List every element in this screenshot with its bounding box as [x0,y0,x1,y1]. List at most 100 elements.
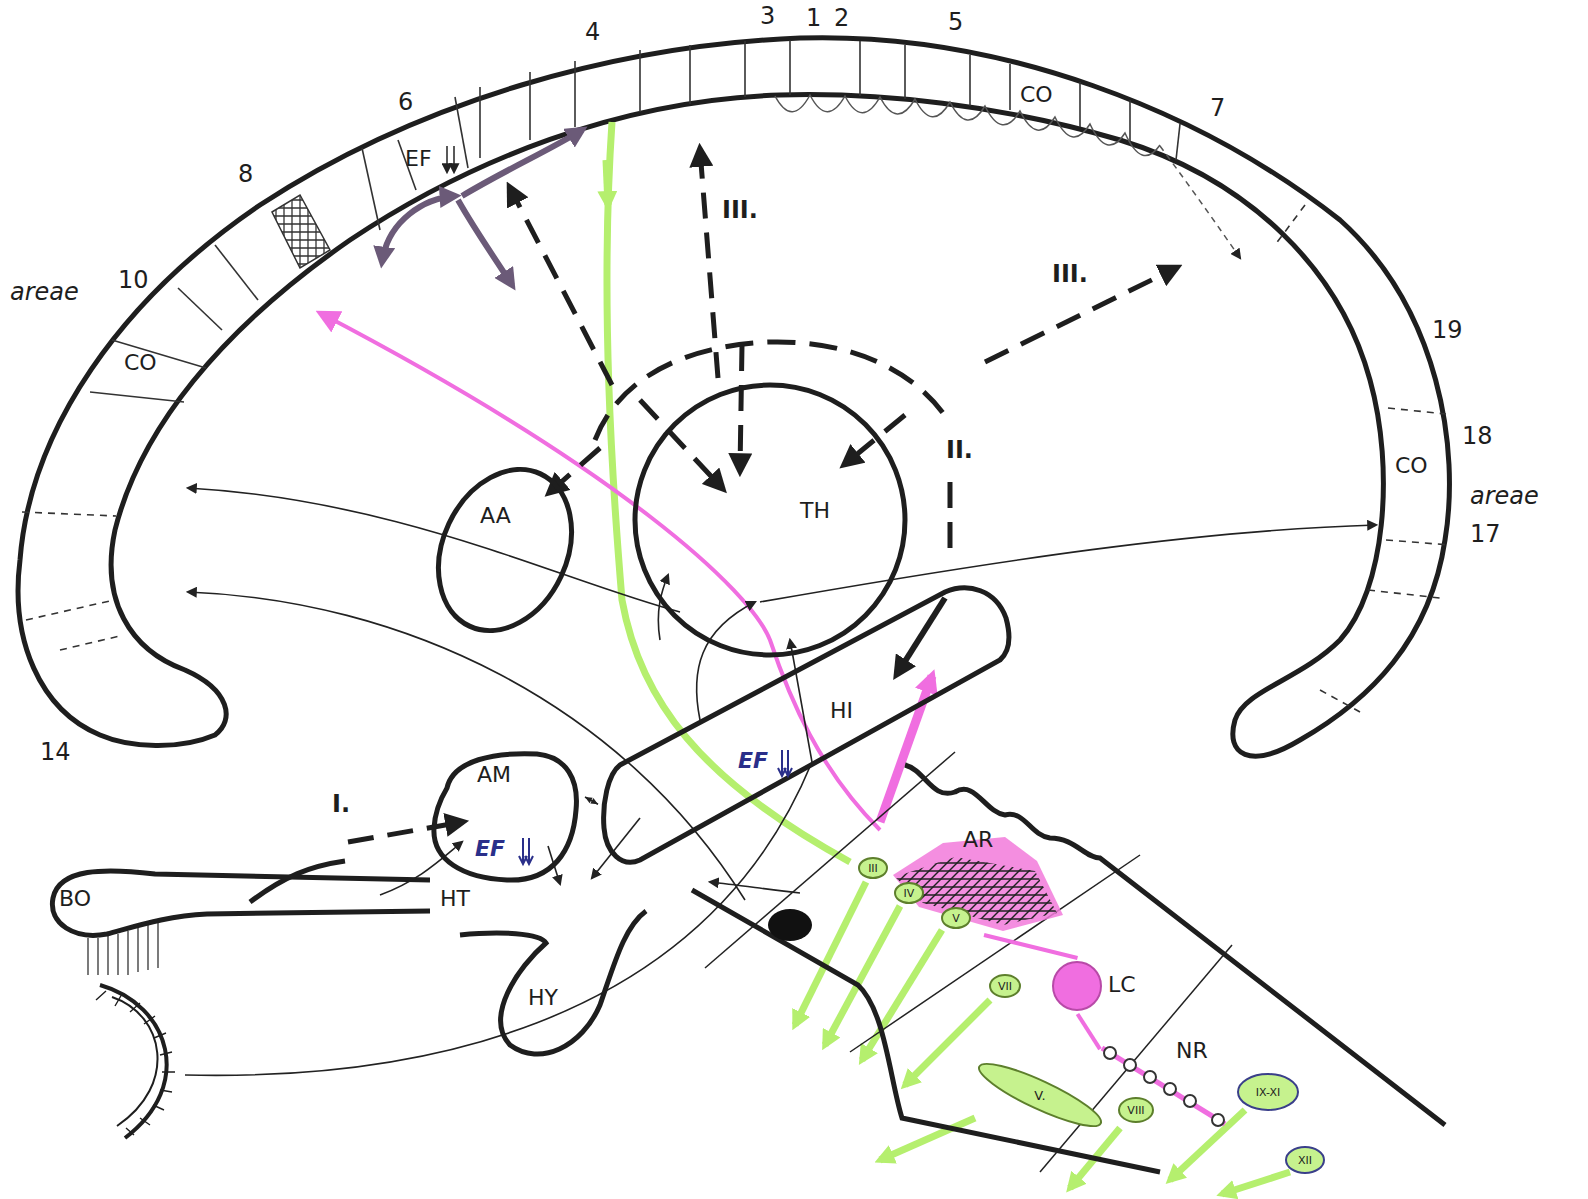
arrow-head [585,797,593,803]
node-outline-part [895,883,923,903]
node-outline-part-part [925,845,1015,935]
node-outline-part-part [1035,845,1125,935]
area-8-hatch-part [315,190,316,275]
area-8-hatch-part [323,190,324,275]
region-label: NR [1176,1040,1208,1062]
area-label: EF [405,148,432,170]
green-motor-tract-part [825,906,900,1045]
area-dividers-part [455,97,468,168]
area-dividers-part [969,55,971,106]
nasal-mucosa [96,985,175,1138]
node-outline-part [1119,1098,1153,1122]
olfactory-hatch-part [117,934,118,975]
region-label: LC [1108,974,1136,996]
node-outline-part-part [885,878,1065,879]
thin-pathways-part [185,640,812,1075]
pink-projection-part [322,314,880,830]
node-outline-part [460,911,646,1054]
node-outline-part-part [885,854,1065,855]
amygdala-area-outline: AA [425,460,585,640]
region-label: XII [1298,1155,1312,1166]
thin-pathways-part [188,488,680,612]
area-dividers-part [859,41,861,96]
connector [1078,1014,1101,1049]
area-label: CO [1395,455,1428,477]
area-8-hatch-part [299,190,300,275]
area-dividers-part [1079,82,1081,127]
node-outline-part-part [945,845,1035,935]
ef-arrows [382,130,582,285]
area-8-outline [272,195,330,268]
region-label: TH [800,500,830,522]
association-arcs-part [775,95,1160,156]
brainstem-levels-part [1040,945,1232,1172]
node-outline-part-part [885,845,975,935]
node-outline-part-part [1045,845,1135,935]
area-dividers-part [1009,64,1011,110]
ef-small-arrows-part [446,146,448,172]
node-outline [1100,1040,1230,1132]
thalamus-circle: TH [630,380,910,660]
dashed-dividers-part [1368,590,1440,598]
hypophysis-outline: HY [460,905,650,1065]
node-outline-part [1238,1074,1298,1110]
node-outline [460,905,650,1065]
nasal-mucosa-part [100,985,167,1138]
area-label: 18 [1462,424,1493,448]
node-outline-part-part [885,862,1065,863]
node-outline-part-part [845,845,935,935]
raphe-chain: NR [1100,1040,1230,1132]
node-outline-part [893,837,1063,931]
node-outline-part [778,768,792,776]
area-dividers-part [689,45,691,104]
olfactory-hatch-part [97,938,98,975]
thin-pathways-part [188,592,745,900]
dashed-dividers-part [60,636,120,650]
region-label: III [868,863,878,874]
node-outline-part [1104,1047,1116,1059]
area-dividers-part [639,50,641,112]
area-label: areae [1470,484,1539,508]
cranial-nucleus: V [940,906,972,930]
area-8-hatch-part [283,190,284,275]
connector-line [1078,1014,1101,1049]
area-dividers-part [362,148,380,230]
area-dividers-part [744,41,746,97]
green-motor-tract-part [606,160,608,205]
area-dividers-part [789,40,791,95]
node-outline-part [1124,1059,1136,1071]
area-8-hatch [260,190,340,275]
dashed-projections-part [348,822,462,842]
node-outline-part-part [935,845,1025,935]
node-outline-part-part [985,845,1075,935]
region-label: HI [830,700,853,722]
node-outline-part-part [885,870,1065,871]
ef-arrows-part [382,196,455,262]
area-label: 19 [1432,318,1463,342]
node-outline-part-part [1015,845,1105,935]
node-outline-part-part [835,845,925,935]
node-outline-part-part [965,845,1055,935]
node-outline-part [1164,1083,1176,1095]
dashed-projections-part [700,150,718,378]
olfactory-stria [250,861,345,902]
dashed-dividers-part [1320,690,1360,712]
ef-arrows-part [458,200,512,285]
dashed-projections-part [948,482,953,556]
node-outline [630,380,910,660]
dashed-projections-part [510,188,612,385]
area-label: 14 [40,740,71,764]
green-motor-tract-part [905,1000,990,1085]
olfactory-bulb-outline: BO [45,862,435,944]
area-dividers-part [1176,124,1180,160]
area-dividers-part [479,87,481,158]
node-outline-part [1144,1071,1156,1083]
area-label: 10 [118,268,149,292]
efferent-label: EF [475,838,505,860]
cranial-nucleus: XII [1284,1145,1326,1175]
olfactory-hatch-part [147,925,148,970]
thin-pathways-part [710,882,800,893]
area-label: I. [332,792,350,816]
area-label: II. [946,438,973,462]
node-outline-part-part [1075,845,1165,935]
